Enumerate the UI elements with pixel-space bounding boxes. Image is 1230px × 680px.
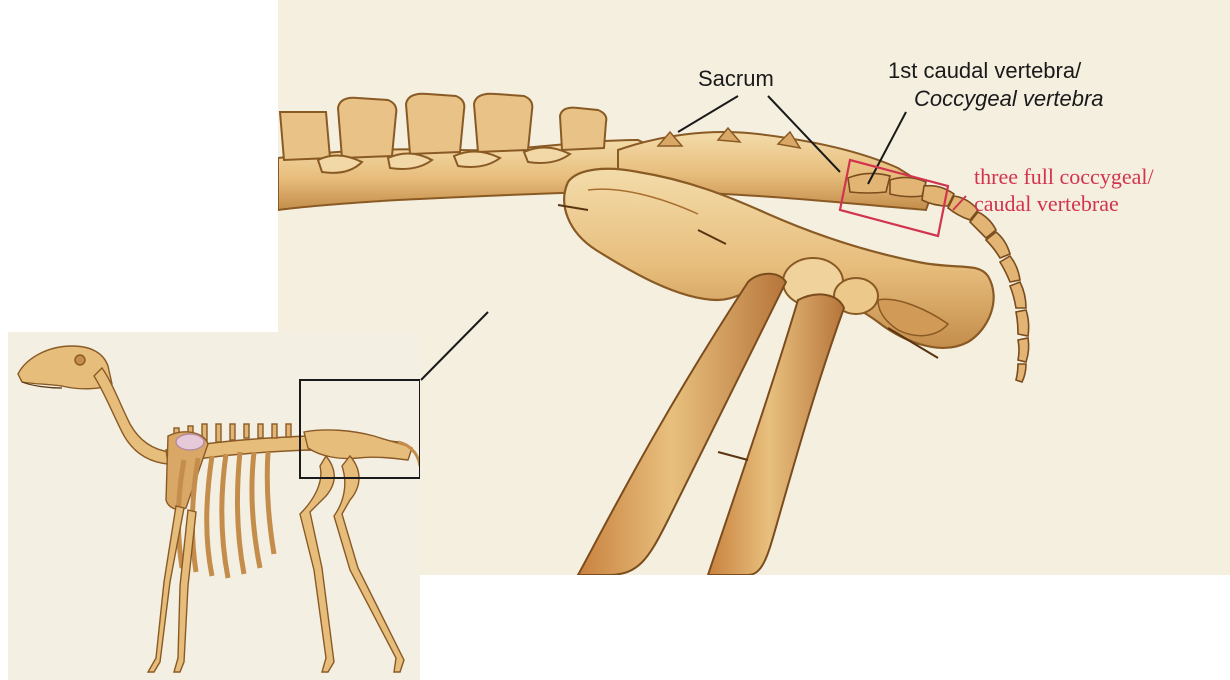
closeup-panel: Sacrum 1st caudal vertebra/ Coccygeal ve… [278,0,1230,575]
full-skeleton-illustration [8,332,420,680]
sacrum-label: Sacrum [698,66,774,91]
shoulder-cartilage [176,434,204,450]
first-caudal-label: 1st caudal vertebra/ [888,58,1081,83]
callout-label-line1: three full coccygeal/ [974,164,1154,191]
coccygeal-label: Coccygeal vertebra [914,86,1104,111]
overview-panel [8,332,420,680]
eye-socket [75,355,85,365]
callout-label-line2: caudal vertebrae [974,191,1119,218]
